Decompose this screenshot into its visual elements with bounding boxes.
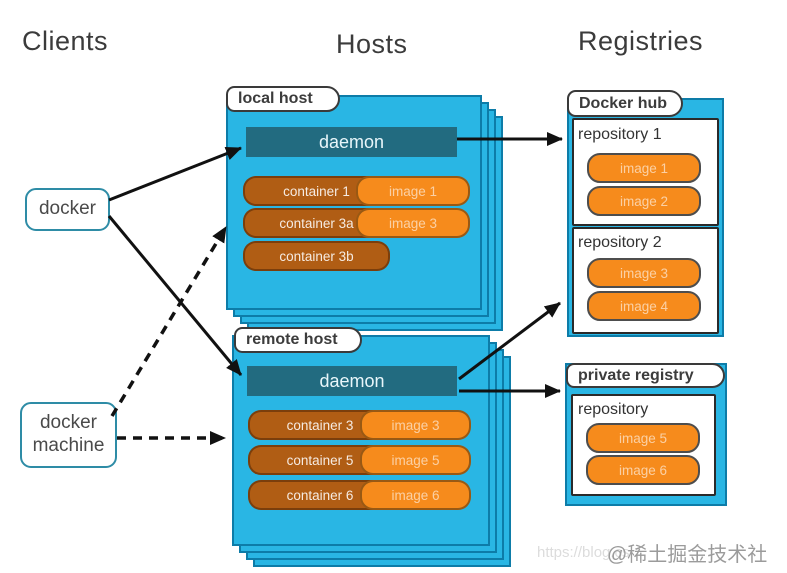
registry-image-pill: image 6 — [586, 455, 700, 485]
private-repository-name: repository — [578, 401, 649, 418]
local-daemon-label: daemon — [318, 131, 385, 152]
docker-hub-tab: Docker hub — [567, 90, 683, 117]
watermark-url: https://blog.cs — [537, 544, 630, 561]
image-pill: image 3 — [360, 410, 471, 440]
remote-daemon-bar: daemon — [247, 366, 457, 396]
image-pill: image 6 — [360, 480, 471, 510]
image-pill: image 5 — [360, 445, 471, 475]
local-host-tab: local host — [226, 86, 340, 112]
arrow-docker-to-remote-daemon — [107, 215, 243, 376]
private-registry-tab: private registry — [566, 363, 725, 388]
hosts-column-header: Hosts — [336, 29, 408, 59]
registries-column-header: Registries — [578, 26, 704, 56]
local-daemon-bar: daemon — [246, 127, 457, 157]
docker-machine-node: docker machine — [20, 402, 117, 468]
registry-image-pill: image 3 — [587, 258, 701, 288]
remote-host-tab: remote host — [234, 327, 362, 353]
registry-image-pill: image 5 — [586, 423, 700, 453]
docker-hub-label: Docker hub — [579, 94, 668, 112]
remote-host-label: remote host — [246, 331, 338, 348]
arrow-docker-machine-to-local-host — [110, 226, 228, 417]
watermark-site: @稀土掘金技术社区 — [607, 544, 768, 566]
repository-1-name: repository 1 — [578, 126, 662, 143]
registry-image-pill: image 4 — [587, 291, 701, 321]
image-pill: image 1 — [356, 176, 470, 206]
docker-machine-label: docker machine — [32, 412, 105, 456]
docker-client-label: docker — [38, 198, 97, 220]
local-host-label: local host — [238, 90, 313, 107]
remote-daemon-label: daemon — [319, 370, 385, 391]
container-pill: container 3b — [243, 241, 390, 271]
docker-client-node: docker — [25, 188, 110, 231]
registry-image-pill: image 2 — [587, 186, 701, 216]
repository-2-name: repository 2 — [578, 234, 662, 251]
image-pill: image 3 — [356, 208, 470, 238]
arrow-docker-to-local-daemon — [108, 146, 242, 202]
private-registry-label: private registry — [578, 366, 694, 384]
registry-image-pill: image 1 — [587, 153, 701, 183]
clients-column-header: Clients — [22, 26, 109, 56]
